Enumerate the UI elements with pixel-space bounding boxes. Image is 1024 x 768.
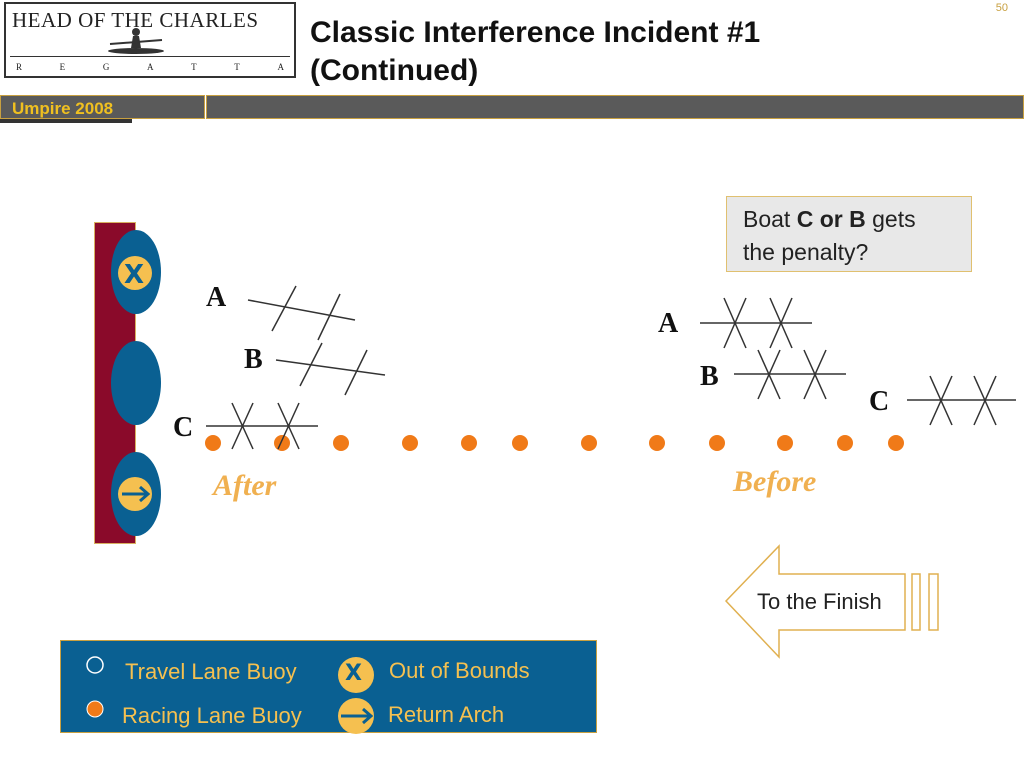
racing-buoy: [274, 435, 290, 451]
label-before-b: B: [700, 361, 719, 392]
legend-travel-lane: Travel Lane Buoy: [125, 659, 297, 684]
section-label: Umpire 2008: [12, 99, 114, 118]
legend-racing-lane: Racing Lane Buoy: [122, 703, 302, 728]
racing-buoy: [333, 435, 349, 451]
before-label: Before: [733, 465, 817, 498]
callout-line-2: the penalty?: [743, 239, 869, 265]
racing-buoy: [205, 435, 221, 451]
section-bar-left: [0, 95, 205, 119]
arch-oval-middle: [111, 341, 161, 425]
label-after-c: C: [173, 412, 194, 443]
logo-title: HEAD OF THE CHARLES: [12, 8, 259, 32]
question-callout: Boat C or B gets the penalty?: [726, 196, 972, 272]
legend-x-symbol: X: [345, 661, 362, 686]
label-before-a: A: [658, 308, 679, 339]
out-of-bounds-icon: [338, 657, 374, 693]
label-after-b: B: [244, 344, 263, 375]
racing-buoy: [461, 435, 477, 451]
title-line-2: (Continued): [310, 54, 479, 87]
racing-buoy-icon: [86, 700, 104, 718]
callout-emphasis: C or B: [796, 206, 866, 232]
racing-buoy: [777, 435, 793, 451]
rower-icon: [108, 28, 164, 54]
boat-after-c: [206, 402, 318, 450]
label-before-c: C: [869, 386, 890, 417]
finish-label: To the Finish: [757, 589, 882, 614]
out-of-bounds-marker: [118, 256, 152, 290]
finish-arrow: [724, 544, 939, 659]
legend-return-arch: Return Arch: [388, 702, 505, 727]
racing-buoy: [402, 435, 418, 451]
racing-buoy: [709, 435, 725, 451]
boat-after-a: [247, 285, 356, 341]
slide-number: 50: [995, 2, 1008, 14]
slide-title: Classic Interference Incident #1 (Contin…: [310, 14, 760, 90]
legend-symbols: [86, 656, 374, 734]
racing-buoy: [512, 435, 528, 451]
boat-before-c: [907, 375, 1016, 426]
title-line-1: Classic Interference Incident #1: [310, 16, 761, 49]
legend-out-of-bounds: Out of Bounds: [389, 658, 530, 683]
travel-buoy-icon: [86, 656, 104, 674]
boat-before-b: [734, 349, 846, 400]
racing-buoy: [837, 435, 853, 451]
section-underline: [0, 119, 132, 123]
hocr-logo: HEAD OF THE CHARLES R E G A T T A: [4, 2, 296, 78]
callout-suffix: gets: [865, 206, 916, 232]
callout-prefix: Boat: [743, 206, 797, 232]
after-label: After: [213, 469, 277, 502]
racing-buoy: [581, 435, 597, 451]
racing-buoy: [649, 435, 665, 451]
arch-x-symbol: X: [124, 260, 145, 290]
arrow-right-icon: [122, 485, 151, 503]
boat-before-a: [700, 297, 812, 349]
legend-box: X Travel Lane Buoy Racing Lane Buoy Out …: [60, 640, 597, 734]
boat-after-b: [275, 342, 386, 396]
logo-rule: [10, 56, 290, 57]
label-after-a: A: [206, 282, 227, 313]
racing-lane-buoys: [205, 435, 904, 451]
racing-buoy: [888, 435, 904, 451]
logo-subtitle: R E G A T T A: [16, 62, 284, 72]
section-bar-right: [206, 95, 1024, 119]
